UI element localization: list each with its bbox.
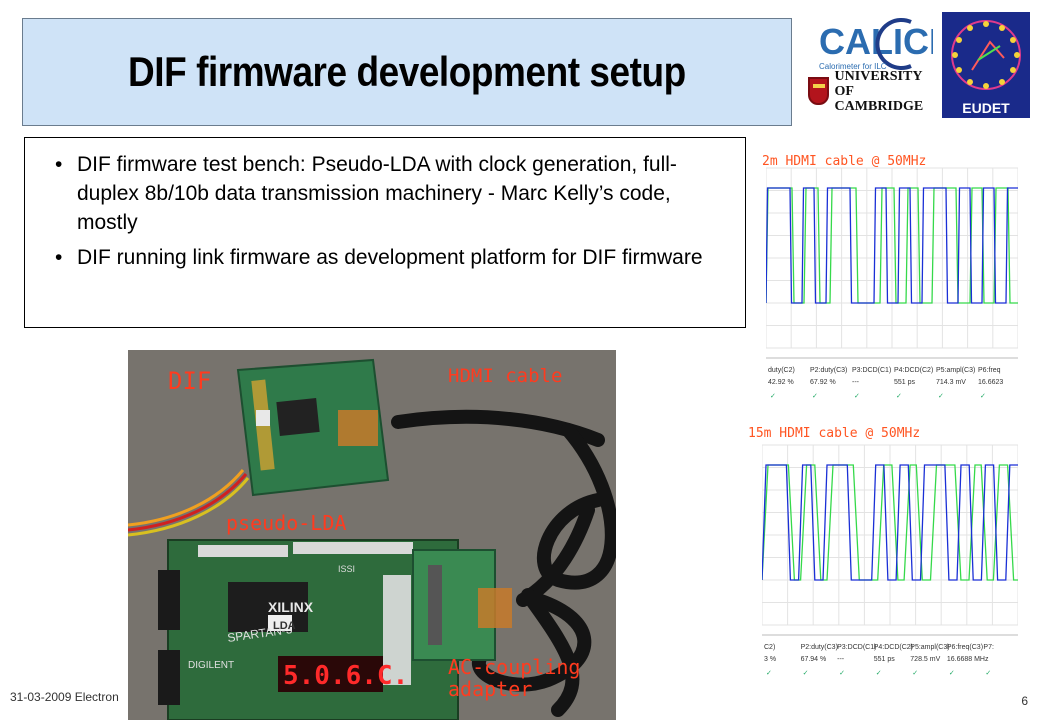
scope-readout-label: P2:duty(C3) — [810, 367, 847, 374]
xilinx-text: XILINX — [268, 599, 314, 615]
scope-readout-label: P2:duty(C3) — [801, 644, 838, 651]
label-ac-coupling-line2: adapter — [448, 677, 533, 701]
setup-photo: XILINX SPARTAN-3 LDA DIGILENT 5.0.6.C. I… — [128, 350, 616, 720]
calice-logo: CALICE Calorimeter for ILC — [819, 18, 933, 71]
scope-capture-15m: C2) 3 % P2:duty(C3) 67.94 % P3:DCD(C1) --- P4:… — [761, 425, 1019, 685]
bullet-2: DIF running link firmware as development… — [55, 243, 731, 272]
check-icon: ✓ — [985, 669, 991, 677]
dif-board-graphic — [236, 358, 390, 497]
scope-readout-label: P4:DCD(C2) — [894, 367, 933, 374]
issi-text: ISSI — [338, 564, 355, 574]
eu-stars-icon — [952, 21, 1020, 89]
cambridge-line1: UNIVERSITY OF — [834, 68, 922, 99]
check-icon: ✓ — [812, 392, 818, 400]
footer-date: 31-03-2009 Electron — [10, 690, 119, 704]
scope-readout-label: duty(C2) — [768, 367, 795, 374]
label-ac-coupling-line1: AC-coupling — [448, 655, 581, 679]
scope-readout-value: 67.92 % — [810, 379, 836, 386]
page-number: 6 — [1021, 694, 1028, 708]
scope-traces-15m: C2) 3 % P2:duty(C3) 67.94 % P3:DCD(C1) --- P4:… — [761, 425, 1019, 685]
check-icon: ✓ — [803, 669, 809, 677]
scope-readout-value: 551 ps — [874, 656, 896, 663]
label-hdmi-cable: HDMI cable — [448, 365, 563, 387]
scope-label-2m: 2m HDMI cable @ 50MHz — [762, 154, 927, 169]
scope-label-15m: 15m HDMI cable @ 50MHz — [748, 426, 921, 441]
scope-readout-value: 728.5 mV — [910, 656, 940, 663]
scope-readout-value: 16.6623 — [978, 379, 1003, 386]
calice-subtitle: Calorimeter for ILC — [819, 62, 887, 71]
scope-traces-2m: duty(C2) 42.92 % P2:duty(C3) 67.92 % P3:DCD(… — [765, 148, 1019, 408]
hdmi-cable-graphic — [391, 409, 616, 717]
scope-readout-label: P4:DCD(C2) — [874, 644, 913, 651]
green-trace — [761, 464, 1018, 581]
eudet-text: EUDET — [962, 100, 1010, 116]
label-ac-coupling: AC-coupling adapter — [448, 656, 580, 700]
blue-trace — [765, 187, 1018, 304]
scope-readout-value: --- — [837, 656, 845, 663]
scope-readout-label: P5:ampl(C3) — [936, 367, 975, 374]
scope-readout-value: --- — [852, 379, 860, 386]
scope-readout-value: 551 ps — [894, 379, 916, 386]
scope-readout-label: P5:ampl(C3) — [910, 644, 949, 651]
scope-readout-label: C2) — [764, 644, 775, 651]
scope-readout-value: 714.3 mV — [936, 379, 966, 386]
scope-readout-label: P7: — [983, 644, 994, 651]
scope-readout-label: P3:DCD(C1) — [837, 644, 876, 651]
slide-title: DIF firmware development setup — [128, 48, 686, 95]
scope-readout-label: P6:freq(C3) — [947, 644, 983, 651]
label-pseudo-lda: pseudo-LDA — [226, 511, 347, 535]
check-icon: ✓ — [839, 669, 845, 677]
check-icon: ✓ — [949, 669, 955, 677]
cambridge-line2: CAMBRIDGE — [834, 98, 924, 114]
green-trace — [765, 187, 1018, 304]
check-icon: ✓ — [766, 669, 772, 677]
title-box: DIF firmware development setup — [22, 18, 792, 126]
digilent-text: DIGILENT — [188, 660, 234, 671]
scope-readout-value: 16.6688 MHz — [947, 656, 989, 663]
bullet-box: DIF firmware test bench: Pseudo-LDA with… — [24, 137, 746, 328]
lda-board-graphic — [158, 539, 459, 720]
scope-readout-value: 42.92 % — [768, 379, 794, 386]
cambridge-crest-icon — [808, 77, 829, 105]
cambridge-logo: UNIVERSITY OF CAMBRIDGE — [808, 69, 936, 114]
scope-readout-value: 67.94 % — [801, 656, 827, 663]
check-icon: ✓ — [938, 392, 944, 400]
check-icon: ✓ — [980, 392, 986, 400]
scope-readout-label: P6:freq — [978, 367, 1001, 374]
bullet-1: DIF firmware test bench: Pseudo-LDA with… — [55, 150, 731, 237]
seven-segment-display: 5.0.6.C. — [283, 661, 408, 691]
check-icon: ✓ — [770, 392, 776, 400]
check-icon: ✓ — [912, 669, 918, 677]
check-icon: ✓ — [876, 669, 882, 677]
blue-trace — [761, 464, 1018, 581]
scope-readout-label: P3:DCD(C1) — [852, 367, 891, 374]
scope-capture-2m: duty(C2) 42.92 % P2:duty(C3) 67.92 % P3:DCD(… — [765, 148, 1019, 408]
lda-sticker-text: LDA — [273, 620, 296, 632]
check-icon: ✓ — [854, 392, 860, 400]
eudet-logo: EUDET — [942, 12, 1030, 118]
check-icon: ✓ — [896, 392, 902, 400]
label-dif: DIF — [168, 367, 212, 395]
ac-coupling-adapter-graphic — [412, 549, 512, 661]
scope-readout-value: 3 % — [764, 656, 776, 663]
setup-photo-drawing: XILINX SPARTAN-3 LDA DIGILENT 5.0.6.C. I… — [128, 350, 616, 720]
